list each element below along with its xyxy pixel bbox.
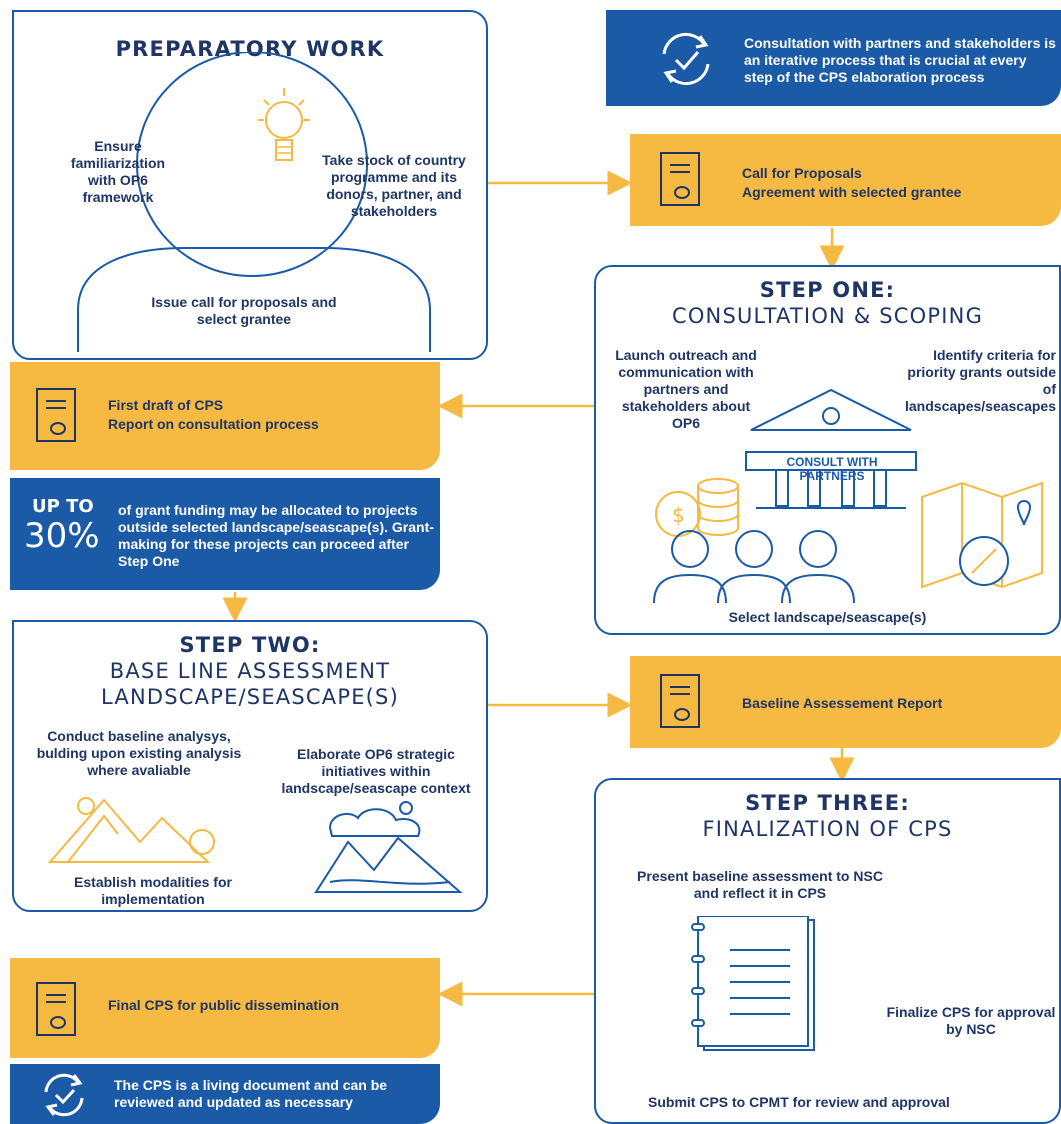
present-baseline-text: Present baseline assessment to NSC and r… — [637, 868, 883, 901]
consultation-note-text: Consultation with partners and stakehold… — [744, 35, 1056, 85]
lightbulb-icon — [258, 88, 310, 161]
baseline-report-text: Baseline Assessement Report — [742, 695, 943, 711]
up-to-label: UP TO — [32, 496, 94, 517]
step-one-title-line2: CONSULTATION & SCOPING — [671, 304, 984, 328]
baseline-report-box: Baseline Assessement Report — [630, 656, 1061, 748]
call-for-proposals-line2: Agreement with selected grantee — [742, 184, 962, 200]
person-outline-icon — [77, 52, 431, 352]
step-three-title-line2: FINALIZATION OF CPS — [702, 817, 953, 841]
up-to-description: of grant funding may be allocated to pro… — [118, 502, 434, 569]
living-document-banner: The CPS is a living document and can be … — [10, 1064, 440, 1124]
step-two-title-line2: BASE LINE ASSESSMENT — [109, 659, 391, 683]
living-document-text: The CPS is a living document and can be … — [114, 1077, 388, 1110]
building-icon — [745, 388, 917, 509]
consultation-note-banner: Consultation with partners and stakehold… — [606, 10, 1061, 106]
certificate-icon — [36, 982, 76, 1036]
certificate-icon — [660, 152, 700, 206]
establish-modalities-text: Establish modalities for implementation — [74, 874, 232, 907]
ensure-familiarization-text: Ensure familiarization with OP6 framewor… — [70, 138, 166, 205]
step-two-title-line1: STEP TWO: — [179, 633, 321, 657]
elaborate-initiatives-text: Elaborate OP6 strategic initiatives with… — [281, 746, 471, 796]
select-landscape-text: Select landscape/seascape(s) — [728, 609, 927, 625]
step-two-title-line3: LANDSCAPE/SEASCAPE(S) — [101, 685, 399, 709]
first-draft-line2: Report on consultation process — [108, 416, 319, 432]
compass-icon — [959, 536, 1009, 586]
submit-cps-text: Submit CPS to CPMT for review and approv… — [648, 1094, 950, 1110]
consult-with-partners-label: CONSULT WITH PARTNERS — [786, 455, 878, 483]
step-three-title-line1: STEP THREE: — [745, 791, 910, 815]
step-three-title: STEP THREE: FINALIZATION OF CPS — [596, 790, 1059, 842]
svg-text:$: $ — [672, 503, 685, 527]
refresh-check-icon — [44, 1073, 84, 1117]
final-cps-text: Final CPS for public dissemination — [108, 997, 340, 1013]
step-one-panel: STEP ONE: CONSULTATION & SCOPING Launch … — [594, 265, 1061, 635]
final-cps-box: Final CPS for public dissemination — [10, 958, 440, 1058]
first-draft-line1: First draft of CPS — [108, 397, 224, 413]
step-one-title: STEP ONE: CONSULTATION & SCOPING — [596, 277, 1059, 329]
up-to-30-banner: UP TO 30% of grant funding may be alloca… — [10, 478, 440, 590]
conduct-baseline-text: Conduct baseline analysys, bulding upon … — [36, 728, 242, 778]
preparatory-work-panel: PREPARATORY WORK Ensure familiarization … — [12, 10, 488, 360]
step-two-panel: STEP TWO: BASE LINE ASSESSMENT LANDSCAPE… — [12, 620, 488, 912]
thirty-percent: 30% — [24, 516, 100, 556]
step-one-title-line1: STEP ONE: — [759, 278, 896, 302]
identify-criteria-text: Identify criteria for priority grants ou… — [905, 347, 1056, 414]
step-two-title: STEP TWO: BASE LINE ASSESSMENT LANDSCAPE… — [14, 632, 486, 710]
people-icon — [653, 530, 855, 604]
take-stock-text: Take stock of country programme and its … — [322, 152, 466, 219]
call-for-proposals-box: Call for Proposals Agreement with select… — [630, 134, 1061, 226]
certificate-icon — [36, 388, 76, 442]
preparatory-work-title: PREPARATORY WORK — [115, 37, 385, 61]
first-draft-box: First draft of CPS Report on consultatio… — [10, 362, 440, 470]
mountain-icon — [47, 797, 215, 863]
call-for-proposals-line1: Call for Proposals — [742, 165, 862, 181]
step-three-panel: STEP THREE: FINALIZATION OF CPS Present … — [594, 778, 1061, 1124]
certificate-icon — [660, 674, 700, 728]
finalize-cps-text: Finalize CPS for approval by NSC — [886, 1004, 1056, 1037]
refresh-check-icon — [662, 33, 710, 85]
mountain-lake-icon — [314, 801, 463, 893]
launch-outreach-text: Launch outreach and communication with p… — [615, 347, 757, 431]
notebook-icon — [691, 916, 815, 1051]
issue-call-text: Issue call for proposals and select gran… — [151, 294, 337, 327]
